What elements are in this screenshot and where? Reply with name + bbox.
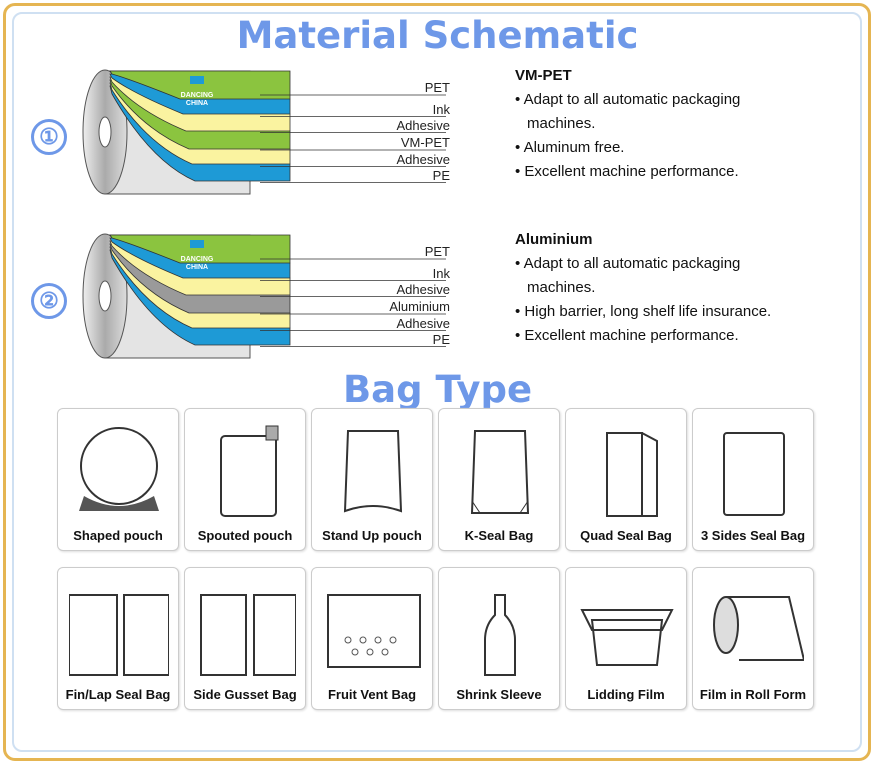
layer-band: [109, 234, 291, 264]
side-gusset-bag-icon: [200, 594, 296, 676]
bag-type-label: Shaped pouch: [73, 528, 163, 543]
layer-label: Adhesive: [396, 151, 450, 167]
bag-type-tile: Shrink Sleeve: [438, 567, 560, 710]
bag-type-tile: Lidding Film: [565, 567, 687, 710]
material-schematic-title: Material Schematic: [236, 14, 639, 57]
bag-type-tile: Fin/Lap Seal Bag: [57, 567, 179, 710]
feature-bullet: • Excellent machine performance.: [515, 327, 739, 344]
bag-type-tile: Spouted pouch: [184, 408, 306, 551]
bag-type-tile: K-Seal Bag: [438, 408, 560, 551]
feature-bullet: • Adapt to all automatic packaging machi…: [515, 91, 741, 132]
svg-text:DANCING: DANCING: [181, 92, 214, 99]
quad-seal-bag-icon: [606, 432, 658, 517]
bag-type-tile: Fruit Vent Bag: [311, 567, 433, 710]
bag-type-tile: 3 Sides Seal Bag: [692, 408, 814, 551]
number-text: ①: [39, 124, 59, 149]
number-text: ②: [39, 288, 59, 313]
feature-bullet: • Aluminum free.: [515, 139, 625, 156]
svg-text:CHINA: CHINA: [186, 264, 208, 271]
svg-text:CHINA: CHINA: [186, 100, 208, 107]
feature-bullet: • Excellent machine performance.: [515, 163, 739, 180]
lidding-film-icon: [580, 609, 674, 666]
structure-number: ②: [31, 283, 67, 319]
bag-type-label: Fruit Vent Bag: [327, 687, 417, 702]
layer-label: PET: [424, 80, 450, 95]
fin-lap-seal-bag-icon: [69, 594, 169, 676]
feature-bullet: • High barrier, long shelf life insuranc…: [515, 303, 772, 320]
stand-up-pouch-icon: [343, 430, 403, 513]
bag-type-label: K-Seal Bag: [464, 528, 534, 543]
bag-type-label: Film in Roll Form: [699, 687, 807, 702]
spouted-pouch-icon: [220, 425, 279, 517]
bag-type-label: Side Gusset Bag: [193, 687, 297, 702]
k-seal-bag-icon: [470, 430, 530, 514]
bag-type-label: Lidding Film: [587, 687, 665, 702]
film-roll-icon: [713, 596, 804, 661]
layer-label: PE: [432, 331, 450, 347]
fruit-vent-bag-icon: [327, 594, 421, 668]
layer-label: Ink: [432, 265, 450, 281]
shaped-pouch-icon: [79, 427, 159, 511]
outer-frame: [3, 3, 871, 761]
inner-frame: [12, 12, 862, 752]
structure-description: Aluminium • Adapt to all automatic packag…: [515, 228, 815, 348]
layer-label: PET: [424, 244, 450, 259]
bag-type-tile: Stand Up pouch: [311, 408, 433, 551]
layer-label: Ink: [432, 101, 450, 117]
bag-type-tile: Film in Roll Form: [692, 567, 814, 710]
structure-number: ①: [31, 119, 67, 155]
layer-label: VM-PET: [400, 135, 450, 150]
svg-text:DANCING: DANCING: [181, 256, 214, 263]
bag-type-label: Stand Up pouch: [322, 528, 422, 543]
feature-bullet: • Adapt to all automatic packaging machi…: [515, 255, 741, 296]
bag-type-tile: Side Gusset Bag: [184, 567, 306, 710]
bag-type-label: Spouted pouch: [197, 528, 293, 543]
layer-label: Adhesive: [396, 117, 450, 133]
layer-band: [109, 70, 291, 100]
structure-description: VM-PET • Adapt to all automatic packaging…: [515, 64, 815, 184]
bag-type-label: Shrink Sleeve: [456, 687, 542, 702]
structure-heading: VM-PET: [515, 67, 572, 84]
bag-type-label: Quad Seal Bag: [580, 528, 672, 543]
layer-label: Adhesive: [396, 281, 450, 297]
bag-type-tile: Quad Seal Bag: [565, 408, 687, 551]
shrink-sleeve-icon: [484, 594, 516, 676]
layer-label: Aluminium: [389, 299, 450, 314]
three-side-seal-bag-icon: [723, 432, 785, 516]
structure-heading: Aluminium: [515, 231, 593, 248]
bag-type-title: Bag Type: [342, 368, 533, 411]
layer-label: PE: [432, 167, 450, 183]
layer-label: Adhesive: [396, 315, 450, 331]
bag-type-label: Fin/Lap Seal Bag: [65, 687, 171, 702]
bag-type-label: 3 Sides Seal Bag: [700, 528, 806, 543]
bag-type-tile: Shaped pouch: [57, 408, 179, 551]
